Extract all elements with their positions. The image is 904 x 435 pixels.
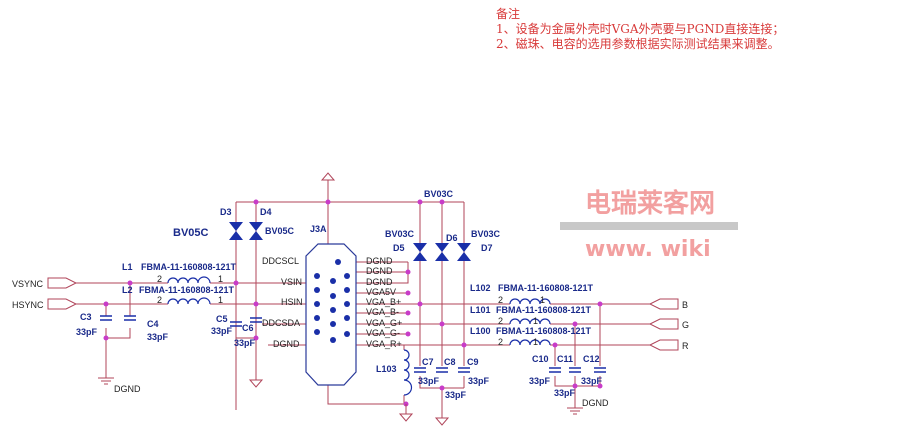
dgnd-label: DGND [114, 384, 141, 394]
pin-number: 2 [157, 274, 162, 284]
l102-part: FBMA-11-160808-121T [498, 283, 594, 293]
l1-label: L1 [122, 262, 133, 272]
watermark-cn: 电瑞莱客网 [585, 188, 715, 219]
pin-label-left: HSIN [281, 297, 303, 307]
c11-label: C11 [557, 354, 573, 364]
port-g: G [648, 318, 689, 330]
pin-label-right: VGA_G+ [366, 318, 402, 328]
d5-label: D5 [393, 243, 405, 253]
pin-label-right: VGA_B- [366, 307, 399, 317]
port-label: VSYNC [12, 279, 44, 289]
c11-value: 33pF [554, 388, 576, 398]
wires [76, 180, 650, 418]
pin-numbers: 2 1 2 1 2 1 2 1 2 1 [157, 274, 545, 347]
c6-value: 33pF [234, 338, 256, 348]
d7-label: D7 [481, 243, 493, 253]
pin-number: 1 [533, 337, 538, 347]
l1-part: FBMA-11-160808-121T [141, 262, 237, 272]
pin-number: 2 [498, 337, 503, 347]
d3-part: BV05C [173, 227, 209, 239]
c8-value: 33pF [445, 390, 467, 400]
pin-label-left: VSIN [281, 277, 302, 287]
d5-part: BV03C [385, 229, 415, 239]
capacitor-plates [100, 315, 606, 373]
vga-connector-j3a: J3A DDCSCL VSIN HSIN DDCSDA DGND DGND DG… [262, 224, 402, 386]
port-b: B [648, 298, 688, 310]
pin-label-left: DGND [273, 339, 300, 349]
c9-value: 33pF [468, 376, 490, 386]
c6-label: C6 [242, 323, 254, 333]
pin-number: 1 [533, 316, 538, 326]
c8-label: C8 [444, 357, 456, 367]
pin-number: 1 [218, 274, 223, 284]
pin-label-right: DGND [366, 266, 393, 276]
l2-part: FBMA-11-160808-121T [139, 285, 235, 295]
c5-value: 33pF [211, 326, 233, 336]
tvs-diodes [229, 222, 471, 261]
d3-label: D3 [220, 207, 232, 217]
watermark-url: www. wiki [585, 237, 711, 262]
c12-label: C12 [583, 354, 600, 364]
c9-label: C9 [467, 357, 479, 367]
port-label: R [682, 341, 689, 351]
watermark: 电瑞莱客网 www. wiki [560, 188, 738, 262]
watermark-bar [560, 222, 738, 230]
c3-value: 33pF [76, 327, 98, 337]
pin-number: 2 [498, 295, 503, 305]
c4-label: C4 [147, 319, 159, 329]
pin-label-right: DGND [366, 277, 393, 287]
l103-label: L103 [376, 364, 397, 374]
notes-line-2: 2、磁珠、电容的选用参数根据实际测试结果来调整。 [496, 36, 780, 51]
pin-number: 1 [218, 295, 223, 305]
pin-label-left: DDCSDA [262, 318, 300, 328]
d4-part: BV05C [265, 226, 295, 236]
notes-title: 备注 [496, 6, 520, 21]
port-r: R [648, 339, 689, 351]
c7-label: C7 [422, 357, 434, 367]
pin-label-right: DGND [366, 256, 393, 266]
pin-label-right: VGA_B+ [366, 297, 401, 307]
notes-line-1: 1、设备为金属外壳时VGA外壳要与PGND直接连接； [496, 21, 784, 36]
pin-number: 2 [498, 316, 503, 326]
l100-label: L100 [470, 326, 491, 336]
d7-part: BV03C [471, 229, 501, 239]
l2-label: L2 [122, 285, 133, 295]
l102-label: L102 [470, 283, 491, 293]
d6-label: D6 [446, 233, 458, 243]
port-label: B [682, 300, 688, 310]
pin-number: 2 [157, 295, 162, 305]
d4-label: D4 [260, 207, 272, 217]
c10-label: C10 [532, 354, 549, 364]
ground-symbols: DGND DGND [98, 172, 609, 426]
pin-label-right: VGA_R+ [366, 339, 402, 349]
c10-value: 33pF [529, 376, 551, 386]
notes: 备注 1、设备为金属外壳时VGA外壳要与PGND直接连接； 2、磁珠、电容的选用… [496, 6, 784, 51]
junctions [103, 199, 603, 407]
d6-part: BV03C [424, 189, 454, 199]
c12-value: 33pF [581, 376, 603, 386]
pin-label-right: VGA5V [366, 287, 396, 297]
inductor-coils [167, 276, 551, 396]
port-vsync: VSYNC [12, 277, 78, 289]
dgnd-label: DGND [582, 398, 609, 408]
port-hsync: HSYNC [12, 298, 78, 310]
pin-number: 1 [540, 295, 545, 305]
pin-label-left: DDCSCL [262, 256, 299, 266]
c7-value: 33pF [418, 376, 440, 386]
port-label: G [682, 320, 689, 330]
pin-label-right: VGA_G- [366, 328, 400, 338]
c5-label: C5 [216, 314, 228, 324]
connector-name: J3A [310, 224, 327, 234]
port-label: HSYNC [12, 300, 44, 310]
c4-value: 33pF [147, 332, 169, 342]
l100-part: FBMA-11-160808-121T [496, 326, 592, 336]
l101-part: FBMA-11-160808-121T [496, 305, 592, 315]
c3-label: C3 [80, 312, 92, 322]
l101-label: L101 [470, 305, 491, 315]
